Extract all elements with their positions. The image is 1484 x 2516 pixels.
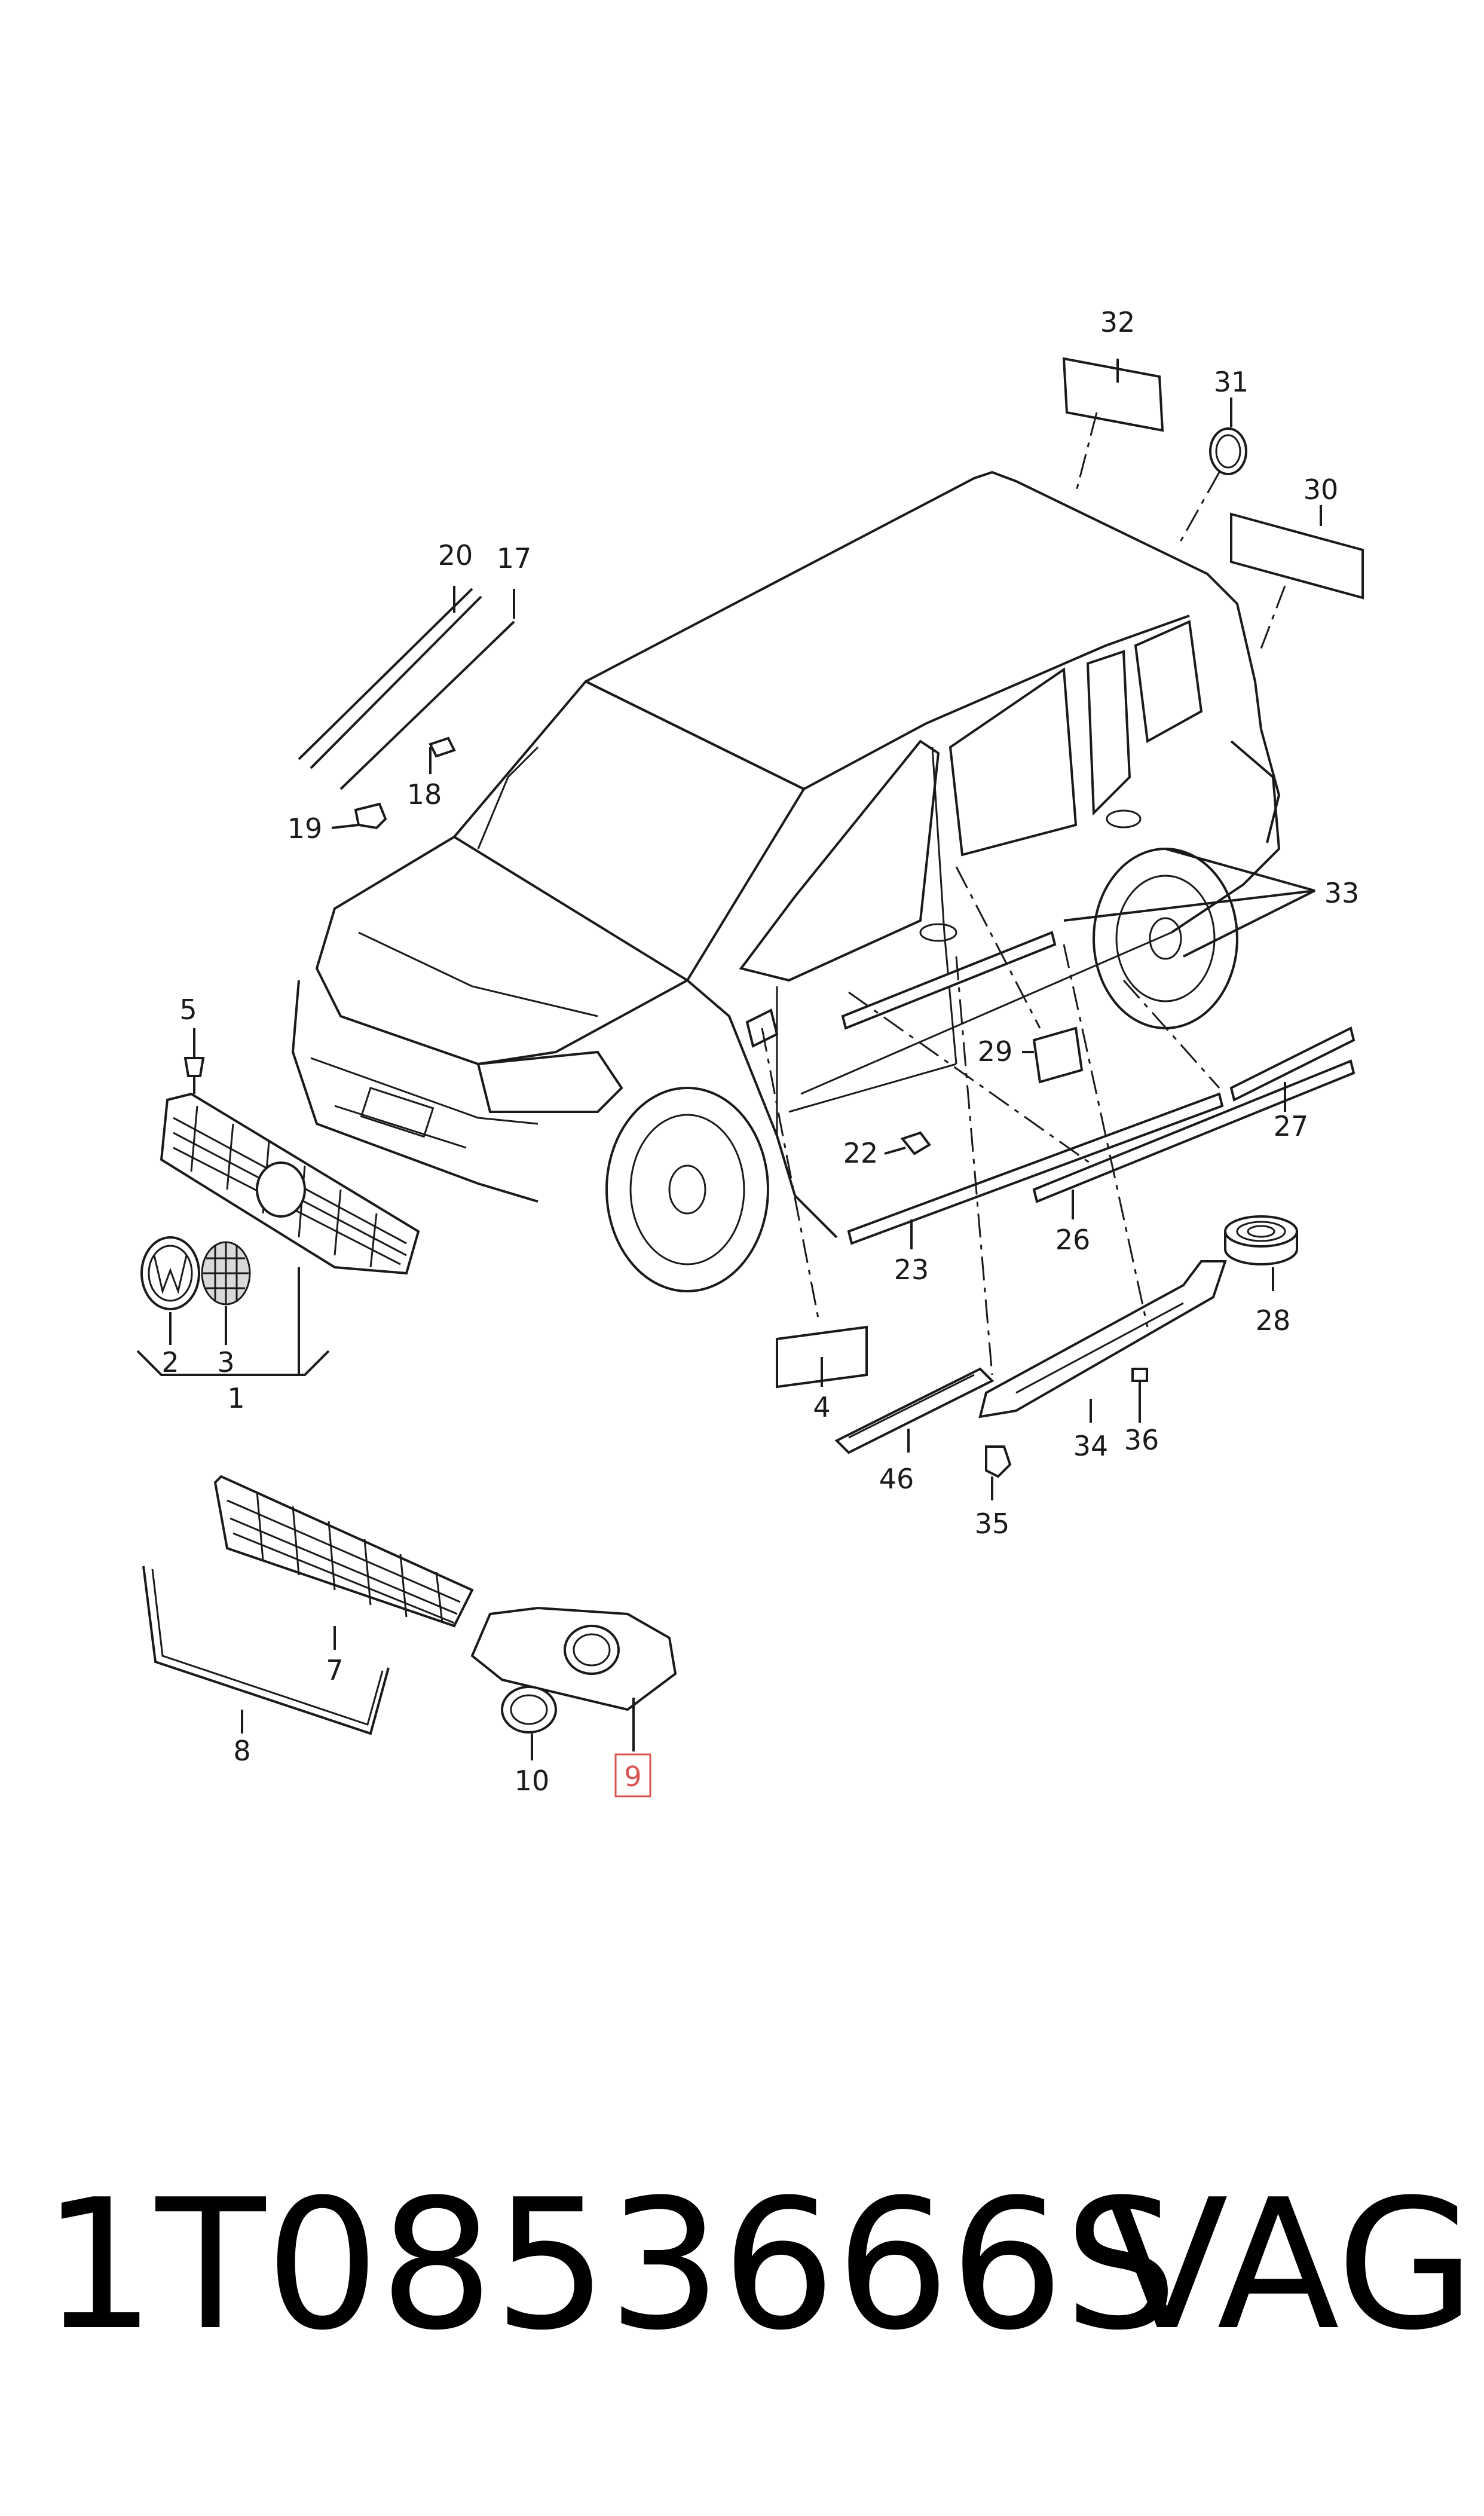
callout-31: 31 (1214, 366, 1249, 398)
footer: 1T0853666S VAG (0, 2152, 1484, 2391)
upper-side-strip[interactable] (841, 931, 1057, 1030)
callout-23: 23 (894, 1254, 929, 1286)
highlight-box (614, 1753, 651, 1797)
parts-diagram-svg: 1 2 3 4 5 7 8 9 10 17 18 19 20 22 23 26 … (136, 306, 1364, 1797)
callout-8: 8 (233, 1735, 250, 1767)
vw-emblem[interactable] (140, 1236, 200, 1310)
clip-35[interactable] (985, 1445, 1012, 1478)
callout-32: 32 (1100, 306, 1136, 338)
callout-26: 26 (1055, 1224, 1091, 1256)
callout-5: 5 (179, 993, 197, 1026)
callout-20: 20 (438, 539, 473, 571)
adhesive-tape-roll[interactable] (1224, 1215, 1298, 1265)
callout-4: 4 (813, 1391, 830, 1423)
group-bracket (136, 1350, 330, 1376)
callout-7: 7 (326, 1654, 343, 1686)
callout-29: 29 (978, 1035, 1013, 1068)
callout-19: 19 (287, 812, 323, 845)
roof-molding[interactable] (298, 588, 482, 769)
callout-labels: 1 2 3 4 5 7 8 9 10 17 18 19 20 22 23 26 … (161, 306, 1359, 1797)
door-molding-rear[interactable] (1032, 1059, 1356, 1203)
clip-19[interactable] (354, 802, 387, 830)
chrome-trim-strip[interactable] (142, 1566, 390, 1735)
emblem-mesh-insert[interactable] (201, 1241, 251, 1306)
fog-light-ring[interactable] (501, 1686, 557, 1734)
label-sheet-30[interactable] (1230, 512, 1364, 600)
label-sheet-29[interactable] (1032, 1026, 1084, 1084)
seal-ring-31[interactable] (1209, 427, 1247, 475)
part-number: 1T0853666S (42, 2161, 1178, 2370)
callout-34: 34 (1073, 1430, 1109, 1462)
front-grille[interactable] (160, 1092, 420, 1275)
callout-1: 1 (227, 1382, 244, 1414)
screw-22[interactable] (900, 1131, 931, 1155)
lower-grille[interactable] (213, 1475, 474, 1628)
screw-36[interactable] (1131, 1368, 1148, 1402)
sill-trim-46[interactable] (834, 1367, 995, 1454)
callout-28: 28 (1256, 1304, 1291, 1337)
callout-30: 30 (1304, 473, 1339, 506)
callout-46: 46 (879, 1463, 914, 1495)
reference-lines (761, 412, 1286, 1375)
brand-name: VAG (1106, 2161, 1476, 2370)
callout-3: 3 (217, 1346, 234, 1378)
callout-18: 18 (407, 778, 442, 811)
label-sheet-32[interactable] (1062, 357, 1164, 432)
car-body (291, 470, 1281, 1292)
callout-27: 27 (1274, 1110, 1309, 1142)
leader-lines (193, 359, 1322, 1760)
callout-36: 36 (1124, 1424, 1159, 1456)
door-molding-front[interactable] (847, 1092, 1224, 1245)
callout-2: 2 (161, 1346, 179, 1378)
clip-18[interactable] (429, 736, 456, 758)
callout-33: 33 (1324, 877, 1360, 909)
callout-9[interactable]: 9 (624, 1760, 641, 1793)
clip-fastener[interactable] (183, 1057, 205, 1094)
callout-22: 22 (843, 1137, 879, 1169)
callout-17: 17 (497, 542, 532, 574)
roof-trim-strip[interactable] (339, 620, 515, 790)
callout-35: 35 (975, 1508, 1010, 1540)
wheel-arch-molding[interactable] (1229, 1026, 1356, 1102)
scuff-plate[interactable] (978, 1260, 1227, 1419)
callout-10: 10 (515, 1765, 550, 1797)
fog-light-grille[interactable] (470, 1606, 677, 1711)
